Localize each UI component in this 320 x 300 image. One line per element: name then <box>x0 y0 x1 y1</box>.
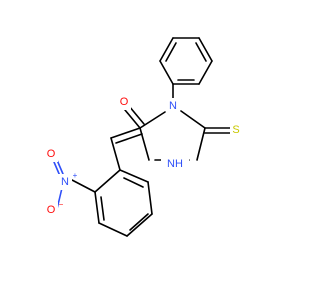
bond <box>124 109 141 129</box>
bond <box>139 127 150 161</box>
carbonyl-oxygen-label: O <box>120 96 129 108</box>
bond <box>53 161 61 177</box>
bond <box>198 60 213 85</box>
nitro-nitrogen-charge: + <box>73 171 78 180</box>
bond <box>115 133 143 144</box>
bond <box>195 42 207 62</box>
bond <box>180 110 206 129</box>
bond <box>110 137 121 171</box>
thione-group <box>204 127 231 134</box>
n3-label: N <box>169 100 177 112</box>
bond <box>94 191 100 224</box>
methine-linker <box>110 137 121 171</box>
five-membered-ring <box>139 83 206 161</box>
bond <box>198 37 213 62</box>
molecular-structure-diagram: O N S NH N + O O − <box>44 37 243 237</box>
bond <box>196 127 206 161</box>
bond <box>159 37 174 62</box>
phenyl-ring <box>159 37 213 85</box>
sulfur-label: S <box>232 124 239 136</box>
n1h-label: NH <box>167 158 183 170</box>
bond <box>71 179 96 193</box>
nitro-oxygen-single-label: O <box>47 204 56 216</box>
bond <box>56 159 64 175</box>
nitro-oxygen-double-label: O <box>47 148 56 160</box>
bond <box>147 181 153 215</box>
bond <box>98 222 128 237</box>
atom-labels: O N S NH N + O O − <box>44 94 243 218</box>
nitro-oxygen-single-charge: − <box>59 200 64 209</box>
bond <box>159 60 174 85</box>
bond <box>165 42 177 62</box>
carbonyl-group <box>124 105 145 129</box>
bond <box>123 177 144 188</box>
bond <box>100 196 105 221</box>
bond <box>129 213 149 231</box>
bond <box>128 105 145 125</box>
bond <box>119 169 149 183</box>
bond <box>126 213 153 237</box>
bond <box>110 127 141 139</box>
nitro-nitrogen-label: N <box>61 176 69 188</box>
exocyclic-double-bond <box>110 127 143 144</box>
nitrophenyl-ring <box>94 169 153 237</box>
bond <box>139 111 166 129</box>
bond <box>94 169 121 193</box>
